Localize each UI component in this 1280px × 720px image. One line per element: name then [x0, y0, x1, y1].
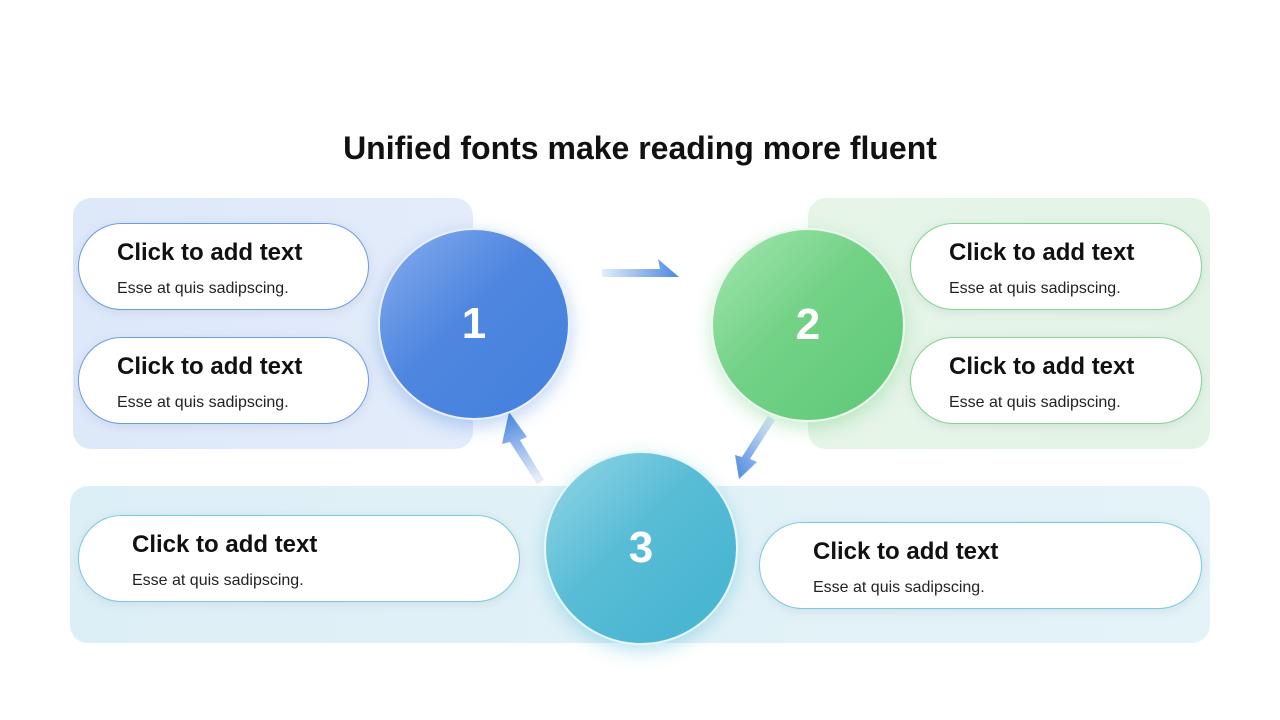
step-number: 3 — [628, 523, 654, 572]
text-card-4[interactable]: Click to add text Esse at quis sadipscin… — [910, 337, 1202, 424]
card-body[interactable]: Esse at quis sadipscing. — [117, 280, 289, 297]
text-card-6[interactable]: Click to add text Esse at quis sadipscin… — [759, 522, 1202, 609]
card-body[interactable]: Esse at quis sadipscing. — [117, 394, 289, 411]
card-body[interactable]: Esse at quis sadipscing. — [813, 579, 985, 596]
text-card-1[interactable]: Click to add text Esse at quis sadipscin… — [78, 223, 369, 310]
card-heading[interactable]: Click to add text — [949, 239, 1135, 266]
card-heading[interactable]: Click to add text — [117, 353, 303, 380]
step-number: 1 — [461, 299, 487, 348]
card-body[interactable]: Esse at quis sadipscing. — [132, 572, 304, 589]
card-heading[interactable]: Click to add text — [813, 538, 999, 565]
arrow-2-to-3-icon — [735, 416, 775, 479]
card-heading[interactable]: Click to add text — [949, 353, 1135, 380]
step-2-circle[interactable]: 2 — [711, 228, 905, 422]
arrow-1-to-2-icon — [602, 259, 679, 277]
card-heading[interactable]: Click to add text — [117, 239, 303, 266]
step-number: 2 — [795, 300, 821, 349]
card-body[interactable]: Esse at quis sadipscing. — [949, 394, 1121, 411]
card-body[interactable]: Esse at quis sadipscing. — [949, 280, 1121, 297]
text-card-5[interactable]: Click to add text Esse at quis sadipscin… — [78, 515, 520, 602]
card-heading[interactable]: Click to add text — [132, 531, 318, 558]
text-card-3[interactable]: Click to add text Esse at quis sadipscin… — [910, 223, 1202, 310]
step-3-circle[interactable]: 3 — [544, 451, 738, 645]
slide-title: Unified fonts make reading more fluent — [343, 130, 937, 166]
arrow-3-to-1-icon — [502, 412, 544, 484]
text-card-2[interactable]: Click to add text Esse at quis sadipscin… — [78, 337, 369, 424]
step-1-circle[interactable]: 1 — [378, 228, 570, 420]
